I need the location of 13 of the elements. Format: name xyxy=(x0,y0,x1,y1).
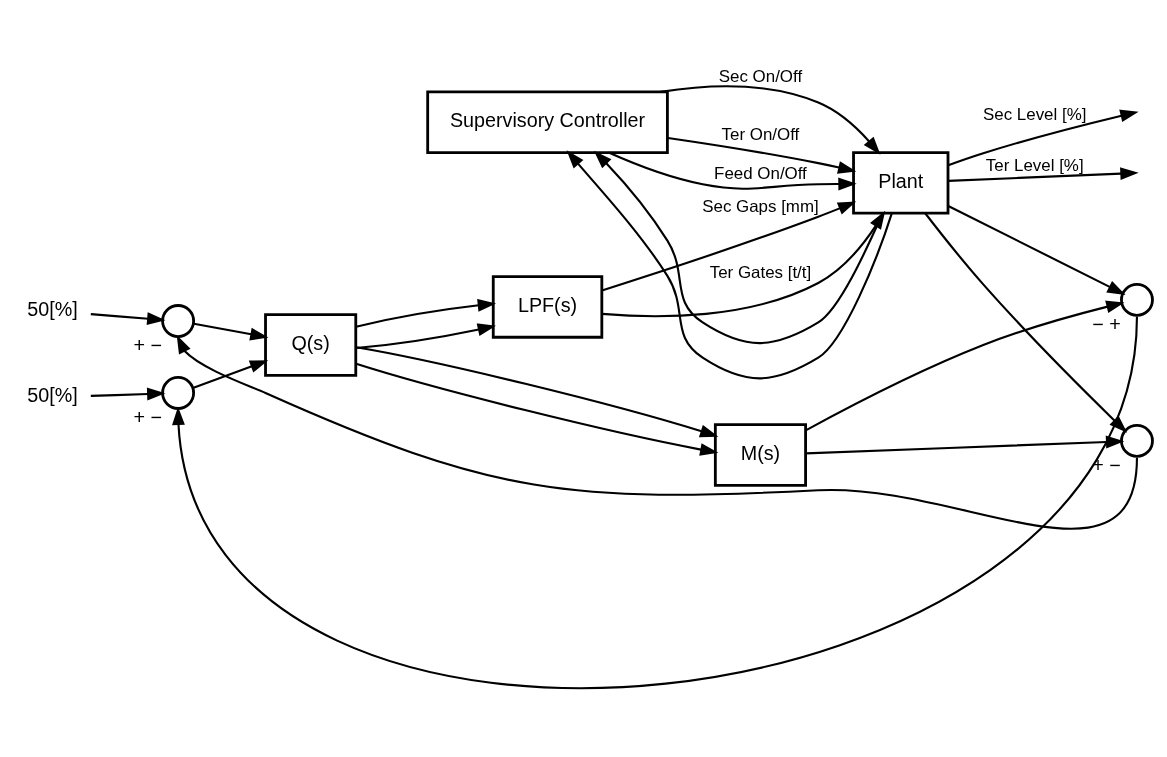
edge-label: Sec Level [%] xyxy=(983,105,1087,125)
node-text: 50[%] xyxy=(27,384,78,407)
edge-label: Feed On/Off xyxy=(714,164,807,184)
node-label: + − xyxy=(1092,454,1121,477)
node-label: + − xyxy=(133,334,163,357)
node-label: − + xyxy=(1092,313,1121,336)
node-text: 50[%] xyxy=(27,298,78,321)
node-label: + − xyxy=(133,406,163,429)
edge-label: Sec Gaps [mm] xyxy=(702,196,819,216)
edge-label: Ter On/Off xyxy=(721,124,800,144)
edge-label: Ter Level [%] xyxy=(985,156,1084,176)
edge-label: Ter Gates [t/t] xyxy=(709,263,812,283)
edge-label: Sec On/Off xyxy=(718,67,803,87)
